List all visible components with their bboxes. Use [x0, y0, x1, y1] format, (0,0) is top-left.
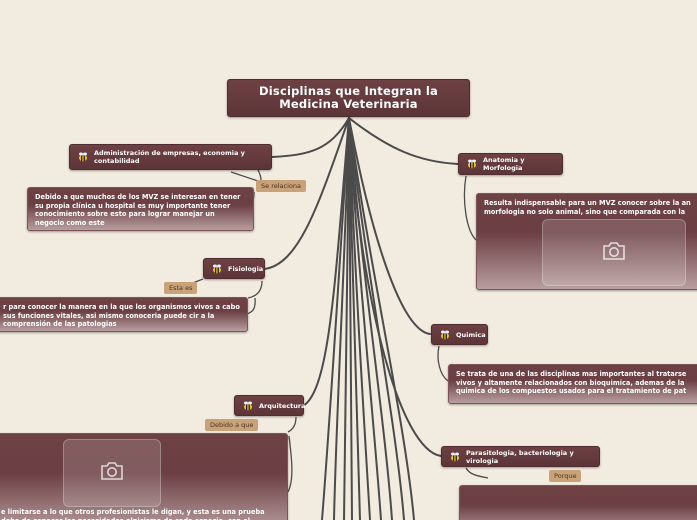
image-placeholder[interactable] [63, 439, 161, 507]
relation-label: Porque [554, 472, 577, 480]
description-text: e limitarse a lo que otros profesionista… [1, 508, 265, 520]
description-quimica[interactable]: Se trata de una de las disciplinas mas i… [448, 364, 697, 404]
description-fisiologia[interactable]: r para conocer la manera en la que los o… [0, 297, 248, 332]
bee-icon [241, 399, 255, 413]
topic-administracion[interactable]: Administración de empresas, economia y c… [69, 144, 272, 170]
topic-anatomia[interactable]: Anatomia y Morfologia [458, 153, 563, 175]
description-text: Se trata de una de las disciplinas mas i… [456, 370, 687, 396]
relation-label: Se relaciona [261, 182, 301, 190]
topic-label: Arquitectura [259, 401, 306, 410]
topic-label: Fisiologia [228, 264, 264, 273]
relation-tag[interactable]: Esta es [164, 282, 198, 294]
description-text: Debido a que muchos de los MVZ se intere… [35, 193, 241, 227]
camera-icon [99, 460, 125, 486]
topic-label: Quimica [456, 330, 486, 339]
description-text: r para conocer la manera en la que los o… [3, 303, 240, 329]
bee-icon [76, 150, 90, 164]
description-anatomia[interactable]: Resulta indispensable para un MVZ conoce… [476, 193, 697, 290]
description-text: Resulta indispensable para un MVZ conoce… [484, 199, 691, 216]
bee-icon [210, 262, 224, 276]
relation-tag[interactable]: Porque [549, 470, 582, 482]
relation-tag[interactable]: Debido a que [205, 419, 259, 431]
bee-icon [465, 157, 479, 171]
topic-label: Administración de empresas, economia y c… [94, 149, 245, 165]
topic-label: Anatomia y Morfologia [483, 156, 525, 172]
topic-parasitologia[interactable]: Parasitologia, bacteriologia y virologia [441, 446, 600, 467]
image-placeholder[interactable] [542, 219, 686, 286]
description-parasitologia[interactable] [459, 485, 697, 520]
topic-label: Parasitologia, bacteriologia y virologia [466, 448, 574, 465]
topic-quimica[interactable]: Quimica [431, 324, 488, 345]
topic-arquitectura[interactable]: Arquitectura [234, 395, 306, 416]
bee-icon [438, 328, 452, 342]
central-topic[interactable]: Disciplinas que Integran la Medicina Vet… [227, 79, 470, 117]
description-arquitectura[interactable]: e limitarse a lo que otros profesionista… [0, 433, 288, 520]
relation-label: Debido a que [210, 421, 254, 429]
relation-label: Esta es [169, 284, 193, 292]
central-topic-title: Disciplinas que Integran la Medicina Vet… [259, 84, 438, 111]
description-administracion[interactable]: Debido a que muchos de los MVZ se intere… [27, 187, 254, 231]
bee-icon [448, 450, 462, 464]
relation-tag[interactable]: Se relaciona [256, 180, 306, 192]
topic-fisiologia[interactable]: Fisiologia [203, 258, 265, 279]
camera-icon [601, 240, 627, 266]
